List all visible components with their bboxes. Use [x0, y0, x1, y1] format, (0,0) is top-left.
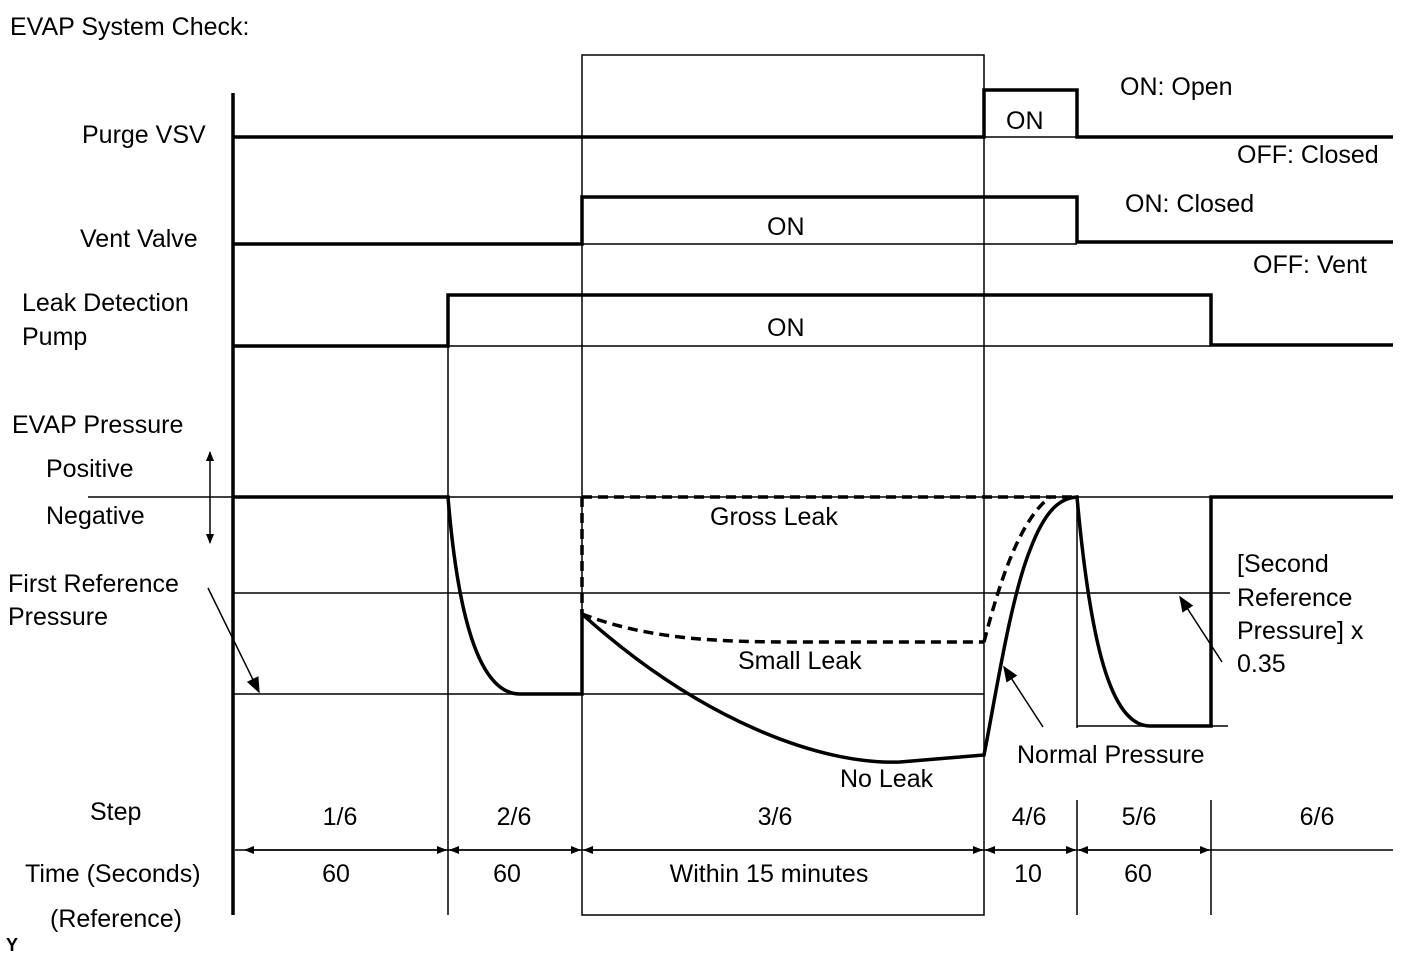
- step-3-box: [581, 54, 985, 916]
- evap-pressure-label: EVAP Pressure: [12, 411, 183, 439]
- time-value-4: 10: [1014, 860, 1042, 888]
- time-value-3: Within 15 minutes: [670, 860, 869, 888]
- small-leak-trace: [581, 612, 984, 644]
- leak-pump-label-2: Pump: [22, 323, 87, 351]
- leak-pump-label-1: Leak Detection: [22, 289, 189, 317]
- first-reference-arrow: [207, 587, 260, 694]
- gross-leak-label: Gross Leak: [710, 503, 838, 531]
- first-reference-label-1: First Reference: [8, 570, 179, 598]
- vent-valve-on-state: ON: Closed: [1125, 190, 1254, 218]
- time-sublabel: (Reference): [50, 905, 182, 933]
- second-reference-label-2: Reference: [1237, 584, 1352, 612]
- diagram-title: EVAP System Check:: [10, 13, 249, 41]
- purge-vsv-off-state: OFF: Closed: [1237, 141, 1379, 169]
- vent-valve-off-state: OFF: Vent: [1253, 251, 1367, 279]
- second-reference-arrow: [1179, 595, 1223, 663]
- vent-valve-trace: [233, 195, 1393, 246]
- time-value-2: 60: [493, 860, 521, 888]
- purge-vsv-on: ON: [1006, 107, 1044, 135]
- step-value-1: 1/6: [323, 803, 358, 831]
- time-value-1: 60: [322, 860, 350, 888]
- step-value-3: 3/6: [758, 803, 793, 831]
- vent-valve-label: Vent Valve: [80, 225, 198, 253]
- second-reference-label-4: 0.35: [1237, 650, 1286, 678]
- pressure-trace-normal: [233, 495, 1393, 764]
- first-reference-label-2: Pressure: [8, 603, 108, 631]
- normal-pressure-arrow: [1003, 665, 1044, 728]
- second-reference-label-3: Pressure] x: [1237, 617, 1364, 645]
- positive-label: Positive: [46, 455, 134, 483]
- step-value-5: 5/6: [1122, 803, 1157, 831]
- leak-pump-trace: [233, 293, 1393, 348]
- vent-valve-on: ON: [767, 213, 805, 241]
- purge-vsv-label: Purge VSV: [82, 121, 206, 149]
- step-value-6: 6/6: [1300, 803, 1335, 831]
- negative-label: Negative: [46, 502, 145, 530]
- leak-pump-on: ON: [767, 314, 805, 342]
- time-label: Time (Seconds): [25, 860, 201, 888]
- second-reference-label-1: [Second: [1237, 550, 1329, 578]
- step-label: Step: [90, 798, 141, 826]
- purge-vsv-on-state: ON: Open: [1120, 73, 1233, 101]
- step-value-2: 2/6: [497, 803, 532, 831]
- step-value-4: 4/6: [1012, 803, 1047, 831]
- small-leak-recovery: [982, 495, 1052, 643]
- purge-vsv-trace: [233, 88, 1393, 139]
- normal-pressure-label: Normal Pressure: [1017, 741, 1205, 769]
- corner-mark: Y: [6, 935, 18, 955]
- small-leak-label: Small Leak: [738, 647, 862, 675]
- no-leak-label: No Leak: [840, 765, 934, 793]
- time-value-5: 60: [1124, 860, 1152, 888]
